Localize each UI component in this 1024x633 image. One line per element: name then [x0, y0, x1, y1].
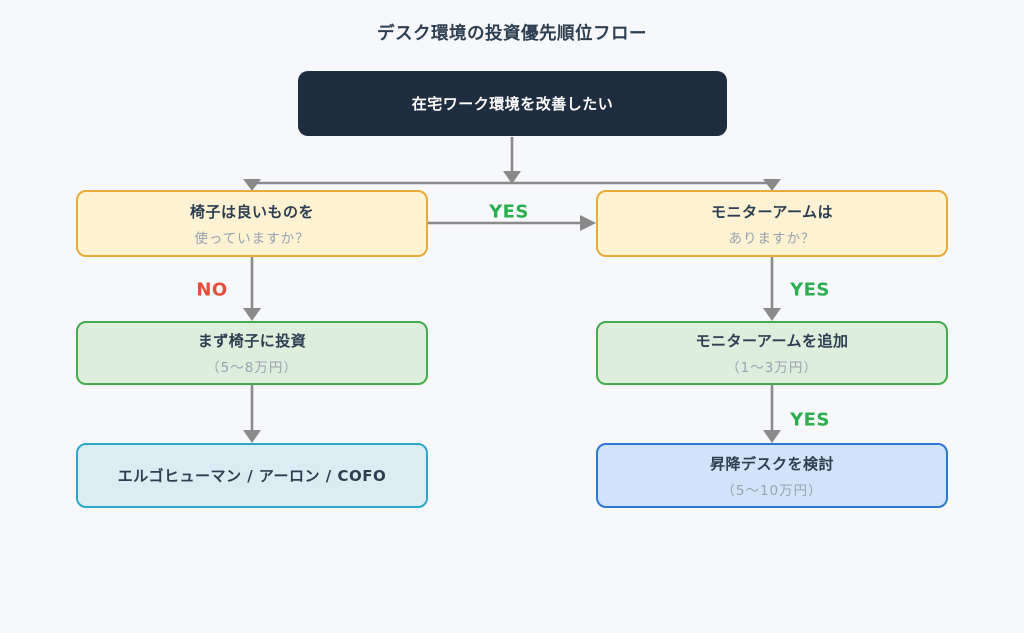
page-title: デスク環境の投資優先順位フロー	[377, 24, 647, 44]
node-start-label: 在宅ワーク環境を改善したい	[411, 95, 614, 113]
node-question-monitor-arm-subtitle: ありますか？	[728, 230, 816, 247]
node-chair-brands-title: エルゴヒューマン / アーロン / COFO	[117, 467, 387, 485]
arrowhead-monitor-yes	[763, 308, 781, 321]
edge-label-yes-chair-to-monitor: YES	[489, 201, 529, 223]
node-question-chair-title: 椅子は良いものを	[189, 202, 314, 221]
node-invest-chair-title: まず椅子に投資	[197, 332, 307, 350]
arrowhead-split-right	[763, 179, 781, 191]
node-question-monitor-arm: モニターアームは ありますか？	[596, 190, 948, 257]
node-start: 在宅ワーク環境を改善したい	[298, 71, 727, 136]
arrowhead-chair-brands	[243, 430, 261, 443]
arrowhead-chair-no	[243, 308, 261, 321]
arrowhead-chair-yes	[580, 215, 596, 231]
node-chair-brands: エルゴヒューマン / アーロン / COFO	[76, 443, 428, 508]
edge-label-yes-arm: YES	[790, 409, 830, 431]
arrowhead-start-down	[503, 171, 521, 184]
node-invest-chair: まず椅子に投資 （5〜8万円）	[76, 321, 428, 385]
arrowhead-split-left	[243, 179, 261, 191]
node-question-monitor-arm-title: モニターアームは	[710, 202, 834, 221]
edge-label-no-chair: NO	[196, 279, 228, 301]
node-question-chair: 椅子は良いものを 使っていますか？	[76, 190, 428, 257]
edge-label-yes-monitor: YES	[790, 279, 830, 301]
node-invest-chair-subtitle: （5〜8万円）	[206, 360, 298, 376]
node-add-monitor-arm-subtitle: （1〜3万円）	[726, 360, 818, 376]
arrowhead-arm-yes	[763, 430, 781, 443]
node-question-chair-subtitle: 使っていますか？	[194, 230, 310, 247]
node-standing-desk-title: 昇降デスクを検討	[709, 454, 834, 473]
node-standing-desk: 昇降デスクを検討 （5〜10万円）	[596, 443, 948, 508]
node-add-monitor-arm-title: モニターアームを追加	[695, 332, 849, 350]
node-standing-desk-subtitle: （5〜10万円）	[721, 482, 823, 499]
node-add-monitor-arm: モニターアームを追加 （1〜3万円）	[596, 321, 948, 385]
